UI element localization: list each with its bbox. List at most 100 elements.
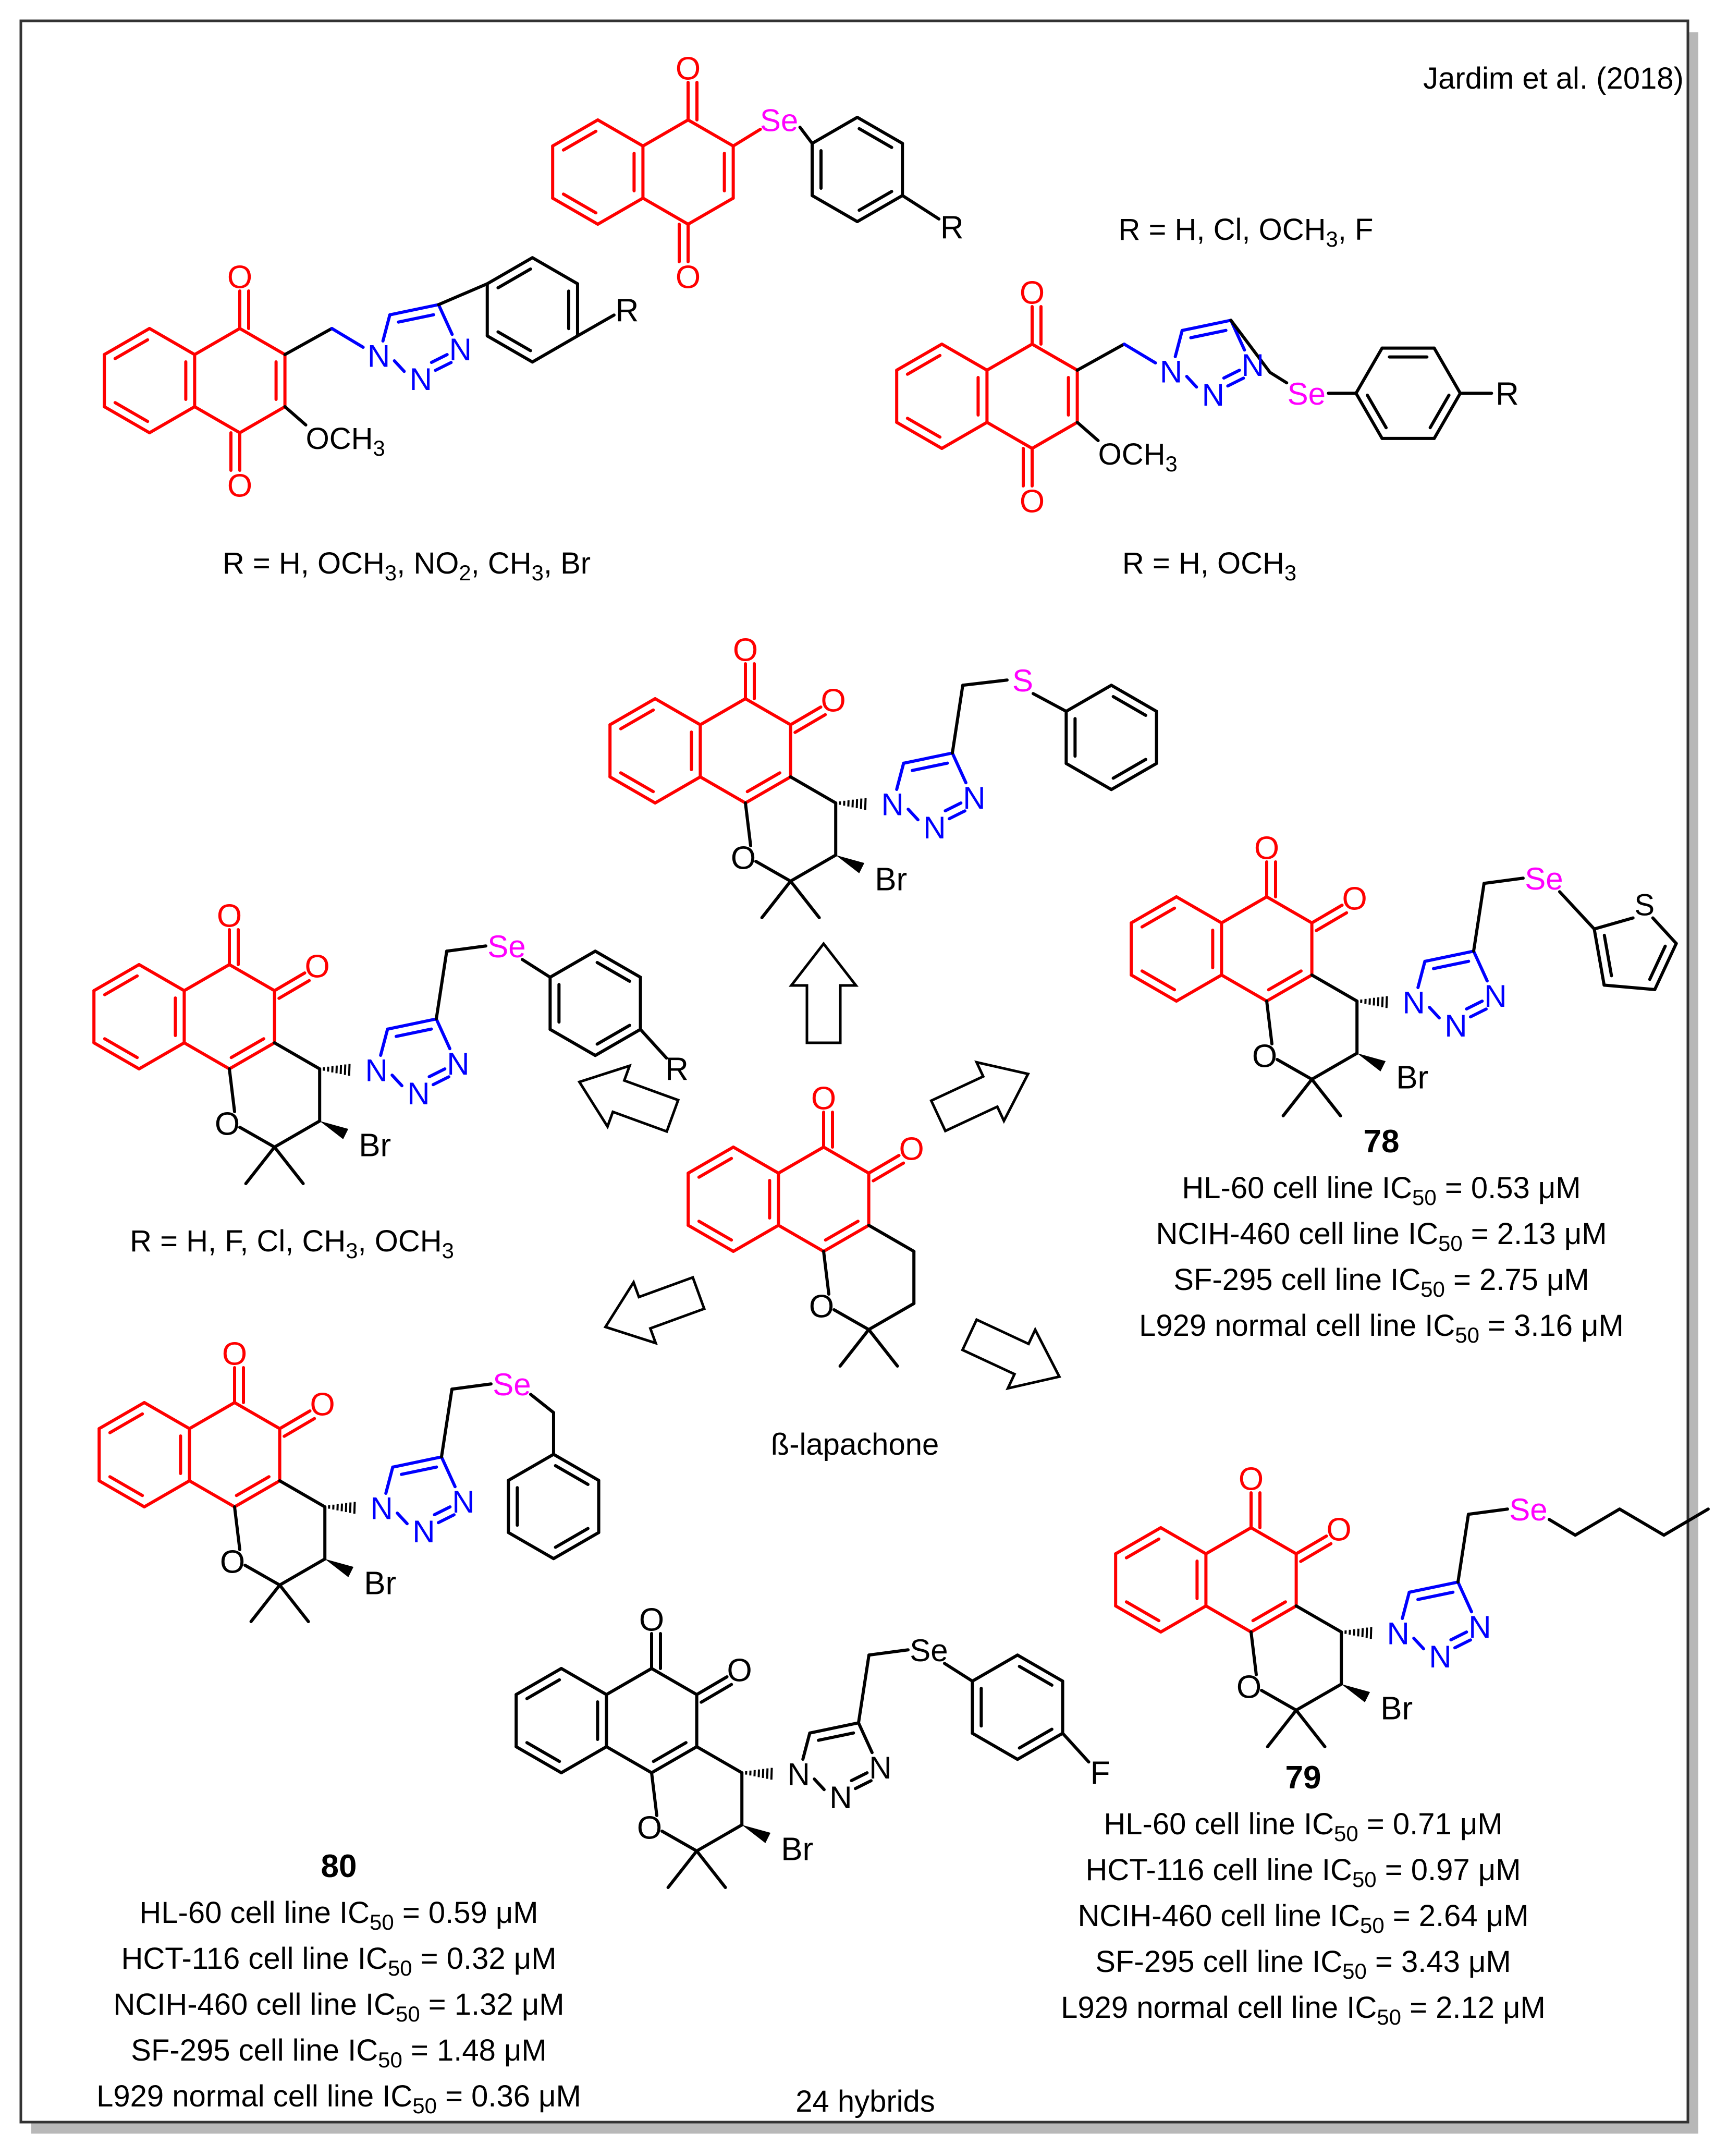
phenyl-bond [811, 194, 859, 223]
bond [238, 327, 287, 356]
bond [1250, 1630, 1258, 1676]
bond [608, 697, 657, 726]
bond [188, 1479, 236, 1508]
triazole-bond [437, 303, 454, 336]
carbonyl-oxygen: O [676, 259, 701, 295]
cell-line: NCIH-460 cell line [1156, 1217, 1399, 1251]
bond [529, 1393, 555, 1415]
activity-row: HL-60 cell line IC50 = 0.53 μM [1182, 1171, 1581, 1210]
bond [1354, 346, 1384, 395]
r-substituent: R [940, 210, 964, 246]
phenyl-bond [485, 334, 534, 364]
triazole-bond [1412, 1637, 1425, 1651]
bond [798, 126, 814, 145]
triazole-bond-second [400, 1465, 438, 1476]
methyl-bond [1266, 1709, 1298, 1748]
triazole-n3: N [447, 1046, 469, 1081]
cell-line: HL-60 cell line [1104, 1807, 1295, 1841]
bond-second [652, 1741, 688, 1763]
phenyl-bond [1354, 392, 1384, 440]
bond [639, 1028, 668, 1060]
bromine-atom: Br [781, 1831, 813, 1867]
bond [520, 958, 552, 979]
triazole-bond [950, 751, 967, 785]
carbonyl-bond-second [1315, 911, 1349, 932]
bond [243, 1564, 281, 1587]
triazole-bond-second [911, 761, 949, 772]
bond [940, 343, 989, 372]
bond [1592, 916, 1635, 931]
triazole-n3: N [869, 1750, 891, 1785]
carbonyl-oxygen: O [639, 1602, 664, 1638]
bond [273, 1119, 322, 1149]
bond [1174, 895, 1223, 924]
carbonyl-bond-second [872, 1161, 905, 1183]
triazole-bond [808, 1721, 860, 1735]
activity-row: NCIH-460 cell line IC50 = 1.32 μM [113, 1988, 564, 2026]
bond [940, 421, 989, 450]
bond-second [235, 1475, 271, 1497]
triazole-bond [1401, 1590, 1411, 1620]
activity-row: HCT-116 cell line IC50 = 0.32 μM [121, 1942, 556, 1980]
bromine-atom: Br [359, 1127, 391, 1163]
bond [450, 1382, 493, 1391]
triazole-bond [434, 361, 453, 372]
bond [142, 1401, 191, 1430]
bond [1204, 1604, 1253, 1634]
triazole-bond [1472, 949, 1489, 983]
carbonyl-oxygen: O [1020, 483, 1045, 519]
phenyl-bond [552, 1531, 601, 1561]
ic50-unit: μM [1581, 1309, 1624, 1343]
arrow-up-left [577, 1064, 680, 1134]
wedge-bond-br [742, 1825, 771, 1843]
triazole-bond [431, 1075, 450, 1087]
bond [822, 1146, 871, 1175]
cell-line: L929 normal cell line [96, 2079, 374, 2113]
pyran-oxygen: O [215, 1106, 240, 1142]
methyl-bond [1294, 1709, 1327, 1748]
triazole-n3: N [1484, 979, 1506, 1014]
bond [650, 1771, 658, 1817]
bond [330, 327, 365, 349]
triazole-bond-second [433, 1505, 452, 1517]
bond [687, 1146, 735, 1175]
cell-line: NCIH-460 cell line [1077, 1899, 1321, 1933]
bond [97, 1479, 146, 1508]
thiophene-bond [1653, 942, 1678, 991]
triazole-bond [379, 1027, 389, 1057]
bond [687, 118, 735, 148]
bond [731, 128, 762, 148]
cell-line: L929 normal cell line [1061, 1991, 1338, 2025]
triazole-bond-second [430, 353, 449, 364]
ic50-value: 1.48 [437, 2033, 496, 2067]
activity-row: NCIH-460 cell line IC50 = 2.13 μM [1156, 1217, 1607, 1256]
bond [148, 327, 197, 356]
triazole-bond [391, 1455, 443, 1469]
triazole-bond [1185, 375, 1198, 389]
r-substituent: R [1496, 376, 1519, 412]
bond [551, 197, 599, 226]
carbonyl-bond [1310, 904, 1344, 924]
activity-row: HL-60 cell line IC50 = 0.59 μM [139, 1896, 538, 1934]
triazole-bond-second [427, 1067, 447, 1079]
methyl-bond [244, 1146, 276, 1185]
r-group-label: R = H, Cl, OCH3, F [1119, 213, 1374, 251]
ic50-unit: μM [1468, 1945, 1511, 1979]
triazole-n1: N [1387, 1616, 1410, 1651]
triazole-n1: N [1403, 985, 1425, 1020]
methyl-bond [695, 1849, 727, 1889]
bromine-atom: Br [364, 1565, 396, 1601]
bond [1204, 1526, 1253, 1555]
ic50-value: 0.59 [428, 1896, 487, 1930]
triazole-bond [1226, 376, 1245, 388]
bond [687, 197, 735, 226]
carbonyl-bond [695, 1675, 729, 1696]
ic50-unit: μM [1547, 1263, 1589, 1297]
bond [985, 421, 1034, 450]
bond-second [108, 1475, 144, 1497]
bond [283, 405, 308, 427]
bond [437, 282, 489, 307]
bond [1558, 890, 1596, 931]
methyl-bond [838, 1328, 871, 1368]
ic50-value: 0.71 [1393, 1807, 1452, 1841]
